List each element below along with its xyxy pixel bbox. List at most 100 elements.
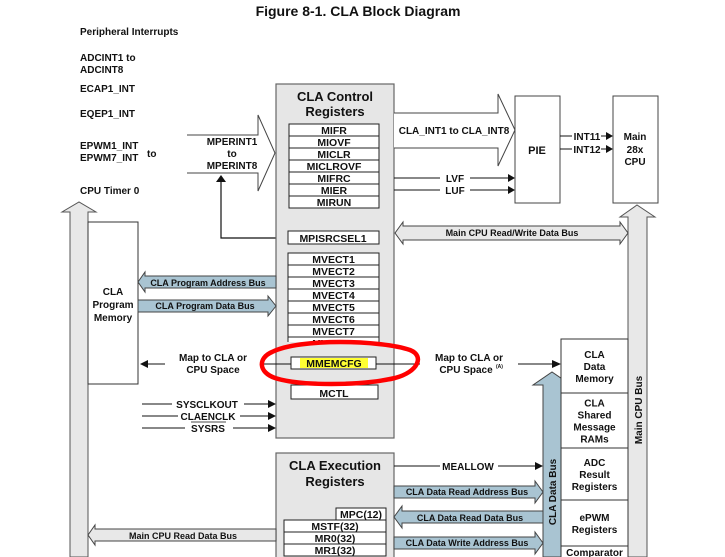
cla-execution-title: CLA Execution	[289, 458, 381, 473]
interrupt-label: ECAP1_INT	[80, 84, 135, 95]
memory-block-label: ePWM	[580, 513, 610, 524]
arrowhead-icon	[508, 186, 515, 194]
vector-register-stack: MVECT1MVECT2MVECT3MVECT4MVECT5MVECT6MVEC…	[286, 252, 382, 351]
memory-block-label: CLA	[584, 350, 605, 361]
main-cpu-rw-data-bus	[394, 220, 629, 246]
memory-block-label: Message	[573, 423, 616, 434]
mr0-label: MR0(32)	[315, 533, 356, 545]
vector-register-label: MVECT6	[312, 314, 355, 326]
mmemcfg-highlight	[300, 358, 368, 368]
main-cpu-rw-bus-label: Main CPU Read/Write Data Bus	[446, 228, 579, 238]
vector-register-label: MVECT1	[312, 254, 355, 266]
sysrs-signal: SYSRS	[191, 424, 225, 435]
arrowhead-icon	[535, 462, 543, 470]
arrowhead-icon	[606, 132, 613, 140]
cla-data-write-address-bus	[393, 530, 544, 556]
mpisrcsel-feedback-line	[220, 180, 288, 239]
control-register-mirun	[288, 195, 380, 209]
map-right-label: CPU Space	[439, 365, 493, 376]
vector-register-label: MVECT3	[312, 278, 355, 290]
interrupt-label: CPU Timer 0	[80, 186, 140, 197]
arrowhead-icon	[268, 424, 276, 432]
program-memory-label: CLA	[103, 287, 124, 298]
memory-block	[560, 545, 629, 557]
mpc-label: MPC(12)	[340, 509, 382, 521]
memory-block-label: Registers	[572, 482, 618, 493]
peripheral-interrupts-heading: Peripheral Interrupts	[80, 27, 179, 38]
cla-execution-title: Registers	[305, 474, 364, 489]
vector-register-label: MVECT2	[312, 266, 355, 278]
mr1-register	[283, 543, 387, 557]
mctl-label: MCTL	[319, 388, 349, 400]
arrowhead-icon	[552, 360, 561, 368]
cla-control-title: Registers	[305, 104, 364, 119]
cla-data-bus-label: CLA Data Bus	[548, 458, 559, 525]
cla-data-read-address-bus	[393, 479, 544, 505]
memory-block-label: RAMs	[580, 435, 609, 446]
control-register-label: MIFR	[321, 125, 347, 137]
lvf-signal: LVF	[446, 174, 464, 185]
main-cpu-label: 28x	[627, 145, 644, 156]
clip-mask	[286, 342, 382, 351]
map-left-label: CPU Space	[186, 365, 240, 376]
program-memory-label: Program	[92, 300, 133, 311]
mpisrcsel-label: MPISRCSEL1	[299, 233, 366, 245]
program-address-bus-label: CLA Program Address Bus	[150, 278, 265, 288]
pie-block	[514, 95, 561, 204]
main-cpu-label: CPU	[624, 157, 645, 168]
cla-program-address-bus	[137, 270, 277, 294]
interrupt-label: EPWM1_INT	[80, 141, 138, 152]
memory-block-label: Comparator	[566, 548, 623, 557]
vector-register-label: MVECT4	[312, 290, 355, 302]
cla-program-memory-block	[87, 221, 139, 385]
arrowhead-icon	[606, 145, 613, 153]
main-cpu-bus-label: Main CPU Bus	[634, 375, 645, 444]
interrupt-label: ADCINT1 to	[80, 53, 136, 64]
vector-register-label: MVECT7	[312, 326, 355, 338]
mmemcfg-label: MMEMCFG	[306, 358, 361, 370]
mperint-label: to	[227, 149, 236, 160]
program-memory-label: Memory	[94, 313, 133, 324]
mstf-label: MSTF(32)	[311, 521, 358, 533]
data-write-address-bus-label: CLA Data Write Address Bus	[406, 538, 529, 548]
figure-title: Figure 8-1. CLA Block Diagram	[256, 3, 461, 19]
mpisrcsel-register	[287, 230, 380, 245]
memory-block	[560, 392, 629, 449]
peripheral-interrupts-list: Peripheral Interrupts ADCINT1 to ADCINT8…	[80, 27, 179, 197]
memory-block-label: Registers	[572, 525, 618, 536]
interrupt-label: ADCINT8	[80, 65, 124, 76]
cla-program-data-bus	[137, 294, 277, 318]
clock-signals: SYSCLKOUT CLAENCLK SYSRS	[142, 400, 276, 435]
mperint-label: MPERINT8	[207, 161, 258, 172]
luf-signal: LUF	[445, 186, 464, 197]
cla-int-label: CLA_INT1 to CLA_INT8	[399, 126, 510, 137]
mperint-arrow	[187, 114, 276, 192]
int11-signal: INT11	[574, 132, 601, 143]
int12-signal: INT12	[573, 145, 601, 156]
map-right-label: Map to CLA or	[435, 353, 503, 364]
arrowhead-icon	[216, 175, 226, 182]
main-cpu-read-data-bus	[87, 523, 277, 547]
cla-data-read-data-bus	[393, 504, 544, 530]
interrupt-label: EQEP1_INT	[80, 109, 135, 120]
map-left-label: Map to CLA or	[179, 353, 247, 364]
main-cpu-bus-arrow	[618, 204, 657, 557]
control-register-label: MIER	[321, 185, 348, 197]
pie-label: PIE	[528, 145, 546, 157]
cla-control-title: CLA Control	[297, 89, 373, 104]
program-data-bus-label: CLA Program Data Bus	[155, 301, 254, 311]
data-read-data-bus-label: CLA Data Read Data Bus	[417, 513, 523, 523]
data-read-address-bus-label: CLA Data Read Address Bus	[406, 487, 528, 497]
sysclkout-signal: SYSCLKOUT	[176, 400, 238, 411]
control-register-label: MICLR	[317, 149, 351, 161]
arrowhead-icon	[508, 174, 515, 182]
control-register-label: MICLROVF	[307, 161, 362, 173]
memory-block-label: Shared	[578, 411, 612, 422]
claenclk-signal: CLAENCLK	[181, 412, 237, 423]
main-cpu-block	[612, 95, 659, 204]
memory-block-label: Data	[584, 362, 606, 373]
vector-register-label: MVECT5	[312, 302, 355, 314]
memory-block	[560, 447, 629, 501]
